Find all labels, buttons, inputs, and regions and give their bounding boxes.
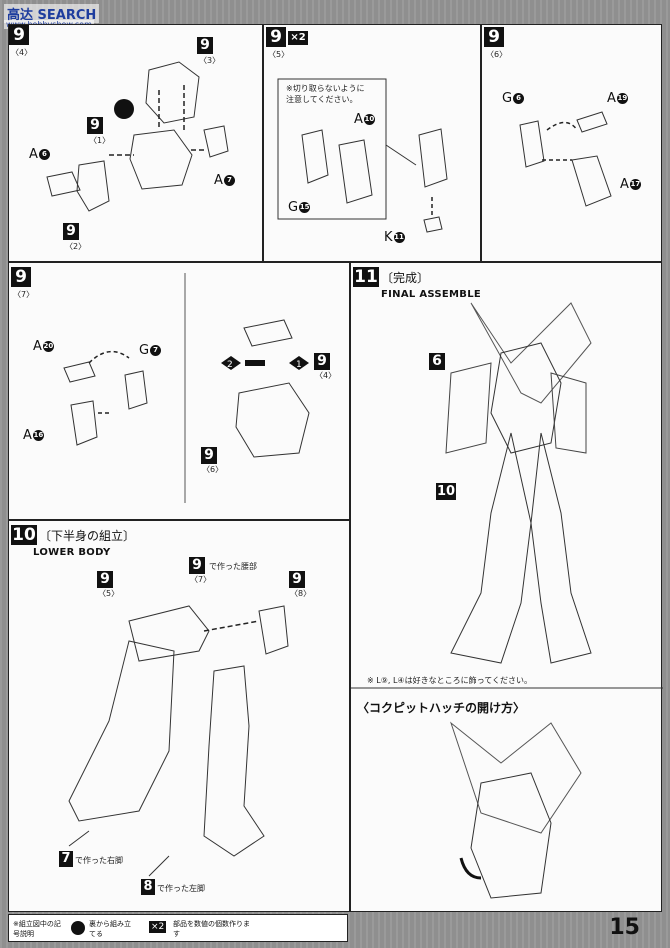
part-drawing [46, 61, 229, 212]
step-sub: 〈6〉 [486, 50, 508, 59]
callout-step: 9 [87, 117, 103, 134]
step-number: 9 [266, 27, 286, 47]
robot-drawing [351, 302, 663, 899]
back-assembly-icon [71, 921, 85, 935]
callout-sub: 〈8〉 [290, 589, 312, 598]
part-drawing [519, 111, 612, 207]
legend-title: ※組立図中の記号説明 [13, 920, 61, 938]
callout-sub: 〈7〉 [190, 575, 212, 584]
symbol-legend: ※組立図中の記号説明 裏から組み立てる ×2 部品を数値の個数作ります [8, 914, 348, 942]
svg-text:2: 2 [227, 360, 233, 370]
step-sub: 〈7〉 [13, 290, 35, 299]
step-title: 〔下半身の組立〕 [39, 529, 136, 543]
page-number: 15 [609, 915, 640, 940]
callout-sub: 〈2〉 [65, 242, 87, 251]
step-title-english: FINAL ASSEMBLE [381, 289, 482, 300]
callout-step: 9 [201, 447, 217, 464]
step-title: 〔完成〕 [381, 271, 430, 285]
callout-step: 10 [436, 483, 456, 500]
callout-step: 6 [429, 353, 445, 370]
legs-drawing [68, 605, 289, 877]
callout-step: 9 [289, 571, 305, 588]
step-sub: 〈4〉 [11, 48, 33, 57]
callout-step: 9 [314, 353, 330, 370]
multiplier-icon: ×2 [149, 921, 167, 933]
made-right-label: で作った右脚 [75, 856, 123, 865]
cockpit-title: 〈コクピットハッチの開け方〉 [357, 701, 526, 715]
left-leg-step: 8 [141, 879, 155, 895]
caution-note: ※切り取らないように 注意してください。 [286, 84, 365, 104]
step-sub: 〈5〉 [268, 50, 290, 59]
step-number: 9 [484, 27, 504, 47]
callout-sub: 〈6〉 [202, 465, 224, 474]
callout-step: 9 [97, 571, 113, 588]
watermark-site: 高达 SEARCH [4, 4, 100, 23]
callout-sub: 〈3〉 [199, 56, 221, 65]
legend-multiply: 部品を数値の個数作ります [173, 920, 250, 938]
multiplier-badge: ×2 [288, 31, 308, 45]
display-note: ※ L⑨, L④は好きなところに飾ってください。 [367, 676, 532, 685]
step-title-english: LOWER BODY [33, 547, 111, 558]
step-number: 9 [9, 25, 29, 45]
callout-sub: 〈5〉 [98, 589, 120, 598]
right-leg-step: 7 [59, 851, 73, 867]
svg-text:1: 1 [296, 360, 302, 370]
made-left-label: で作った左脚 [157, 884, 205, 893]
callout-sub: 〈4〉 [315, 371, 337, 380]
callout-sub: 〈1〉 [89, 136, 111, 145]
part-drawing: 2 1 [63, 273, 310, 503]
part-drawing [277, 78, 448, 233]
legend-back: 裏から組み立てる [89, 920, 131, 938]
made-waist-label: で作った腰部 [209, 562, 257, 571]
panel-step-11: 11 〔完成〕 FINAL ASSEMBLE 6 10 ※ L⑨, L④は好きな… [350, 262, 663, 912]
panel-step-10: 10 〔下半身の組立〕 LOWER BODY 9 〈5〉 9 〈7〉 で作った腰… [8, 520, 350, 912]
callout-step: 9 [197, 37, 213, 54]
callout-step: 9 [189, 557, 205, 574]
step-number: 9 [11, 267, 31, 287]
callout-step: 9 [63, 223, 79, 240]
step-number: 10 [11, 525, 37, 545]
step-number: 11 [353, 267, 379, 287]
